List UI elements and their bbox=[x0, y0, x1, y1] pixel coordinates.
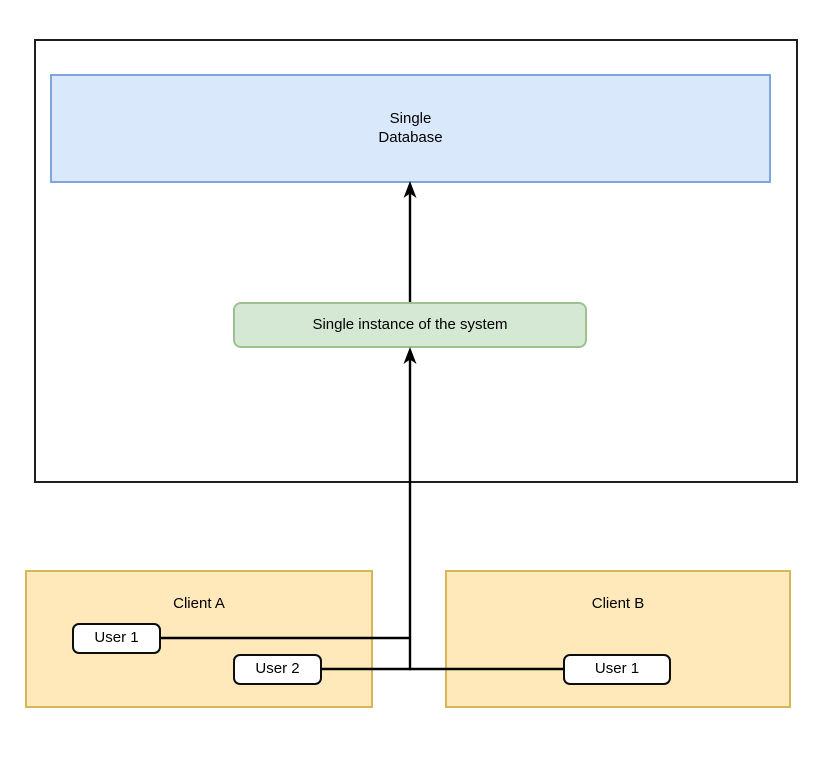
database-label: Single Database bbox=[378, 110, 442, 148]
database-node[interactable]: Single Database bbox=[50, 74, 771, 183]
system-instance-label: Single instance of the system bbox=[312, 315, 508, 333]
user-node-label: User 1 bbox=[594, 660, 640, 678]
database-label-line2: Database bbox=[378, 128, 443, 146]
client-b-container[interactable]: Client B bbox=[445, 570, 791, 708]
user-node-client-a-user-1[interactable]: User 1 bbox=[72, 623, 161, 654]
system-instance-node[interactable]: Single instance of the system bbox=[233, 302, 587, 348]
database-label-line1: Single bbox=[389, 109, 432, 127]
user-node-client-b-user-1[interactable]: User 1 bbox=[563, 654, 671, 685]
user-node-label: User 2 bbox=[255, 660, 300, 678]
user-node-client-a-user-2[interactable]: User 2 bbox=[233, 654, 322, 685]
client-a-label: Client A bbox=[173, 595, 225, 612]
client-b-label: Client B bbox=[591, 595, 645, 612]
user-node-label: User 1 bbox=[94, 629, 139, 647]
